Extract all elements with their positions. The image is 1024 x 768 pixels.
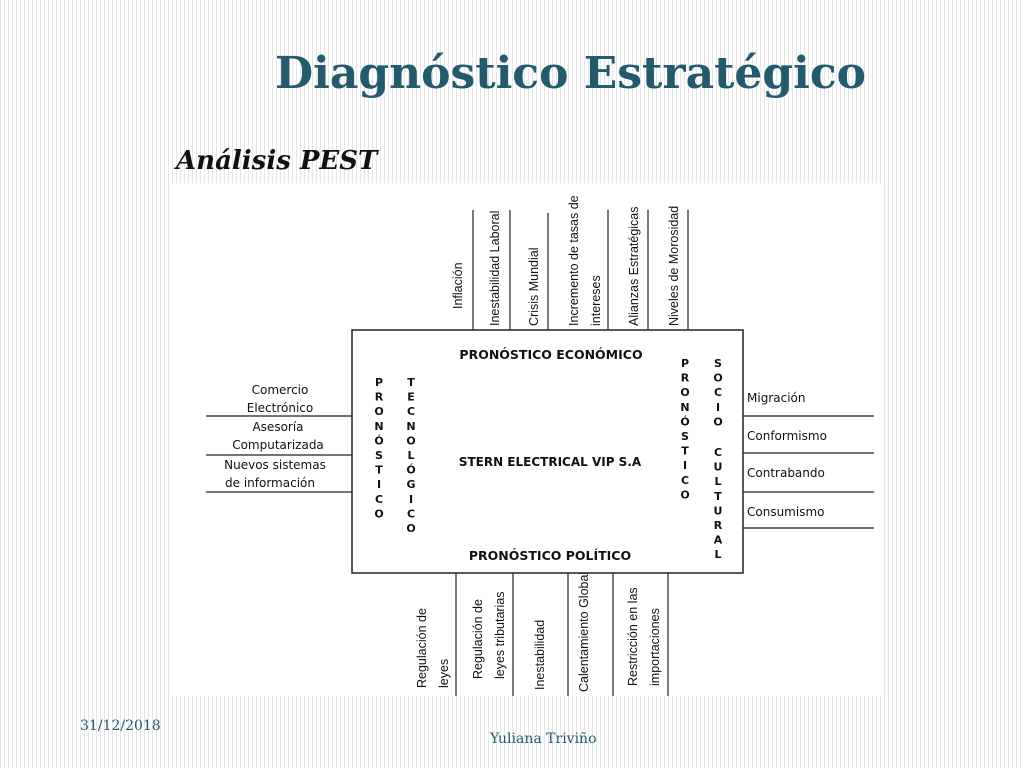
political-factor-lines [455, 573, 669, 696]
political-label: PRONÓSTICO POLÍTICO [469, 548, 631, 563]
central-box [351, 329, 744, 574]
political-factors: Regulación de leyes Regulación de leyes … [415, 572, 662, 692]
technological-factor-lines [206, 415, 352, 493]
economic-factor-inflacion: Inflación [451, 262, 465, 309]
footer-author: Yuliana Triviño [490, 731, 597, 747]
technological-factors: Comercio Electrónico Asesoría Computariz… [224, 383, 326, 490]
sociocultural-factors: Migración Conformismo Contrabando Consum… [747, 391, 827, 519]
sociocultural-factor-lines [743, 415, 874, 529]
pest-diagram: PRONÓSTICO ECONÓMICO STERN ELECTRICAL VI… [170, 183, 884, 696]
tech-factor-comercio-2: Electrónico [247, 401, 314, 415]
political-factor-regulacion-leyes: Regulación de leyes [415, 605, 451, 688]
socio-factor-conformismo: Conformismo [747, 429, 827, 443]
socio-factor-migracion: Migración [747, 391, 805, 405]
tech-factor-sistemas-1: Nuevos sistemas [224, 458, 326, 472]
economic-factor-crisis-mundial: Crisis Mundial [527, 248, 541, 327]
political-factor-calentamiento-global: Calentamiento Global [577, 572, 591, 692]
slide-title: Diagnóstico Estratégico [275, 48, 867, 99]
economic-factor-alianzas: Alianzas Estratégicas [627, 206, 641, 326]
tech-factor-asesoria-2: Computarizada [232, 438, 324, 452]
political-factor-leyes-tributarias: Regulación de leyes tributarias [471, 591, 507, 679]
footer-date: 31/12/2018 [80, 718, 161, 734]
economic-factor-tasas-intereses: Incremento de tasas de intereses [567, 192, 603, 326]
slide-subtitle: Análisis PEST [176, 146, 378, 176]
political-factor-restriccion-importaciones: Restricción en las importaciones [626, 584, 662, 686]
economic-factors: Inflación Inestabilidad Laboral Crisis M… [451, 192, 681, 327]
political-factor-inestabilidad: Inestabilidad [533, 620, 547, 690]
center-company-label: STERN ELECTRICAL VIP S.A [459, 455, 642, 469]
pest-diagram-svg: PRONÓSTICO ECONÓMICO STERN ELECTRICAL VI… [206, 192, 874, 696]
socio-factor-contrabando: Contrabando [747, 466, 825, 480]
economic-factor-morosidad: Niveles de Morosidad [667, 206, 681, 326]
economic-factor-lines [472, 210, 689, 330]
tech-factor-comercio-1: Comercio [252, 383, 309, 397]
economic-factor-inestabilidad-laboral: Inestabilidad Laboral [488, 211, 502, 326]
tech-factor-sistemas-2: de información [225, 476, 315, 490]
tech-factor-asesoria-1: Asesoría [252, 420, 303, 434]
socio-factor-consumismo: Consumismo [747, 505, 825, 519]
economic-label: PRONÓSTICO ECONÓMICO [459, 347, 642, 362]
